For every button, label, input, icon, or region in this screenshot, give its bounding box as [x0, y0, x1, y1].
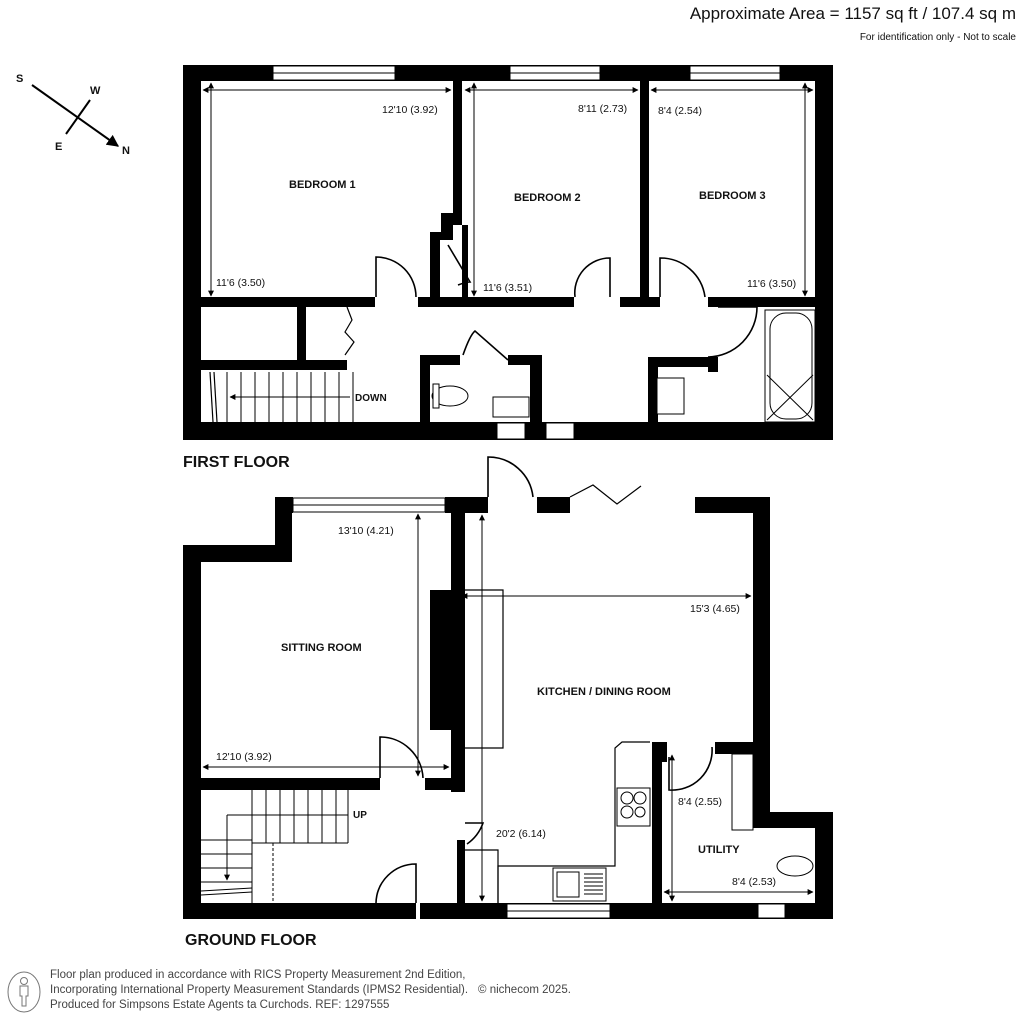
ground-floor-plan: UP SITTING ROOM 13'10 (4.21) 12'10 (3.92…	[183, 456, 833, 919]
person-icon	[7, 971, 41, 1013]
disclaimer: For identification only - Not to scale	[859, 32, 1016, 43]
kitchen-label: KITCHEN / DINING ROOM	[537, 686, 671, 698]
bedroom-3-depth: 11'6 (3.50)	[747, 278, 796, 290]
footer-notes: Floor plan produced in accordance with R…	[50, 968, 571, 1013]
first-floor-plan: DOWN BEDROOM 1 12	[183, 65, 833, 440]
bedroom-1-width: 12'10 (3.92)	[382, 104, 438, 116]
stairs-up: UP	[200, 790, 367, 903]
utility-label: UTILITY	[698, 844, 740, 856]
copyright: © nichecom 2025.	[478, 984, 571, 996]
first-floor-label: FIRST FLOOR	[183, 454, 290, 471]
utility-width: 8'4 (2.53)	[732, 876, 776, 888]
ground-floor-label: GROUND FLOOR	[185, 932, 317, 949]
footer-line-3: Produced for Simpsons Estate Agents ta C…	[50, 999, 390, 1011]
bedroom-2-width: 8'11 (2.73)	[578, 103, 627, 115]
compass-e: E	[55, 141, 62, 153]
kitchen-depth: 20'2 (6.14)	[496, 828, 546, 840]
compass-icon: S W E N	[16, 73, 130, 157]
bedroom-1-depth: 11'6 (3.50)	[216, 277, 265, 289]
compass-s: S	[16, 73, 23, 85]
stairs-up-label: UP	[353, 810, 367, 821]
sitting-room-width: 12'10 (3.92)	[216, 751, 272, 763]
footer-line-2: Incorporating International Property Mea…	[50, 984, 469, 996]
footer-line-1: Floor plan produced in accordance with R…	[50, 969, 466, 981]
bedroom-1-label: BEDROOM 1	[289, 179, 356, 191]
bedroom-2-depth: 11'6 (3.51)	[483, 282, 532, 294]
approximate-area: Approximate Area = 1157 sq ft / 107.4 sq…	[689, 4, 1016, 23]
compass-w: W	[90, 85, 101, 97]
stairs-down-label: DOWN	[355, 393, 387, 404]
bedroom-3-width: 8'4 (2.54)	[658, 105, 702, 117]
utility-depth: 8'4 (2.55)	[678, 796, 722, 808]
bedroom-2-label: BEDROOM 2	[514, 192, 581, 204]
bedroom-3-label: BEDROOM 3	[699, 190, 766, 202]
compass-n: N	[122, 145, 130, 157]
sitting-room-depth: 13'10 (4.21)	[338, 525, 394, 537]
stairs-down: DOWN	[209, 371, 387, 423]
kitchen-width: 15'3 (4.65)	[690, 603, 740, 615]
sitting-room-label: SITTING ROOM	[281, 642, 362, 654]
